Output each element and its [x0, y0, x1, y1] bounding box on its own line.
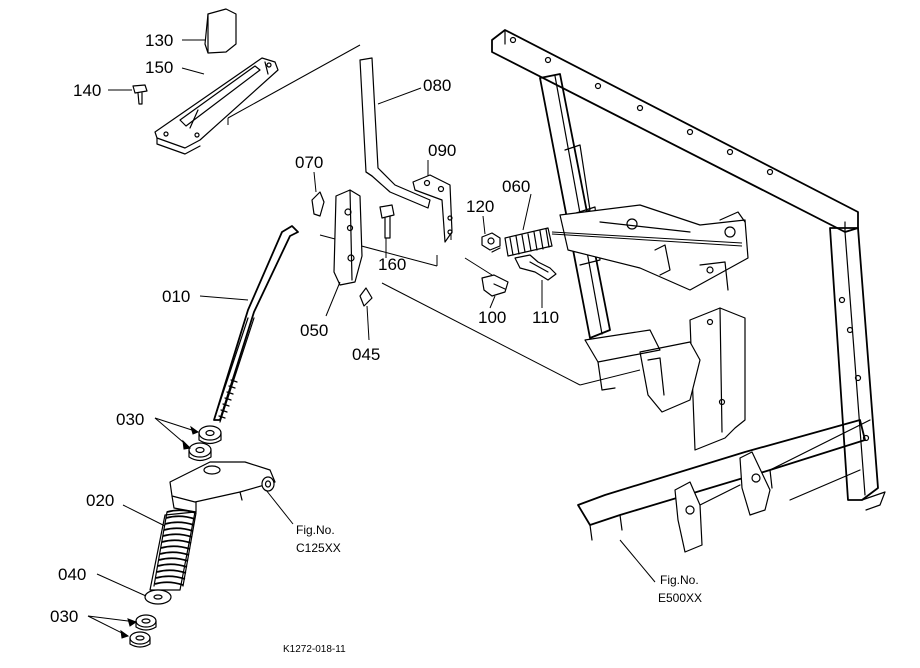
pin-045: [359, 287, 373, 307]
label-part-050: 050: [300, 321, 328, 340]
bolt-100: [481, 274, 509, 297]
label-part-130: 130: [145, 31, 173, 50]
part-labels: 130 150 140 080 070 090 060 120 160 010 …: [50, 31, 559, 626]
nut-030-lower-a: [135, 614, 157, 631]
label-part-010: 010: [162, 287, 190, 306]
label-part-160: 160: [378, 255, 406, 274]
fig-ref-c125-line2: C125XX: [296, 541, 341, 555]
assembly-reference-lines: [227, 44, 743, 386]
bolt-110: [514, 254, 557, 281]
spring-060: [491, 227, 553, 257]
label-part-080: 080: [423, 76, 451, 95]
link-plate-050: [333, 189, 363, 286]
clip-070: [311, 191, 325, 217]
label-part-060: 060: [502, 177, 530, 196]
label-part-030-lower: 030: [50, 607, 78, 626]
label-part-120: 120: [466, 197, 494, 216]
rod-080: [359, 57, 431, 209]
label-part-150: 150: [145, 58, 173, 77]
guide-bolt: [132, 84, 148, 105]
fig-ref-e500-line2: E500XX: [658, 591, 702, 605]
frame-assembly: [491, 29, 886, 553]
drawing-code: K1272-018-11: [283, 644, 346, 655]
label-part-040: 040: [58, 565, 86, 584]
washer-040: [144, 589, 172, 605]
label-part-090: 090: [428, 141, 456, 160]
label-part-100: 100: [478, 308, 506, 327]
rod-010: [213, 225, 299, 423]
leader-lines: [87, 39, 656, 639]
label-part-045: 045: [352, 345, 380, 364]
label-part-110: 110: [532, 308, 559, 327]
bottom-lugs: [674, 451, 771, 553]
label-part-140: 140: [73, 81, 101, 100]
lever-knob: [204, 8, 237, 54]
fig-ref-e500-line1: Fig.No.: [660, 573, 699, 587]
yoke-bracket: [169, 461, 276, 513]
nut-030-lower-b: [129, 631, 151, 648]
rail-holes: [509, 36, 774, 176]
nut-030-upper-a: [198, 425, 222, 445]
figure-references: Fig.No. C125XX Fig.No. E500XX: [296, 523, 702, 605]
nut-120: [481, 232, 501, 251]
nut-030-upper-b: [188, 442, 212, 462]
post-holes: [838, 296, 870, 442]
label-part-020: 020: [86, 491, 114, 510]
label-part-030-upper: 030: [116, 410, 144, 429]
fig-ref-c125-line1: Fig.No.: [296, 523, 335, 537]
lever-guide-plate: [154, 57, 279, 155]
bolt-160: [379, 204, 395, 239]
spring-020: [149, 509, 197, 591]
label-part-070: 070: [295, 153, 323, 172]
bracket-090: [412, 174, 453, 243]
